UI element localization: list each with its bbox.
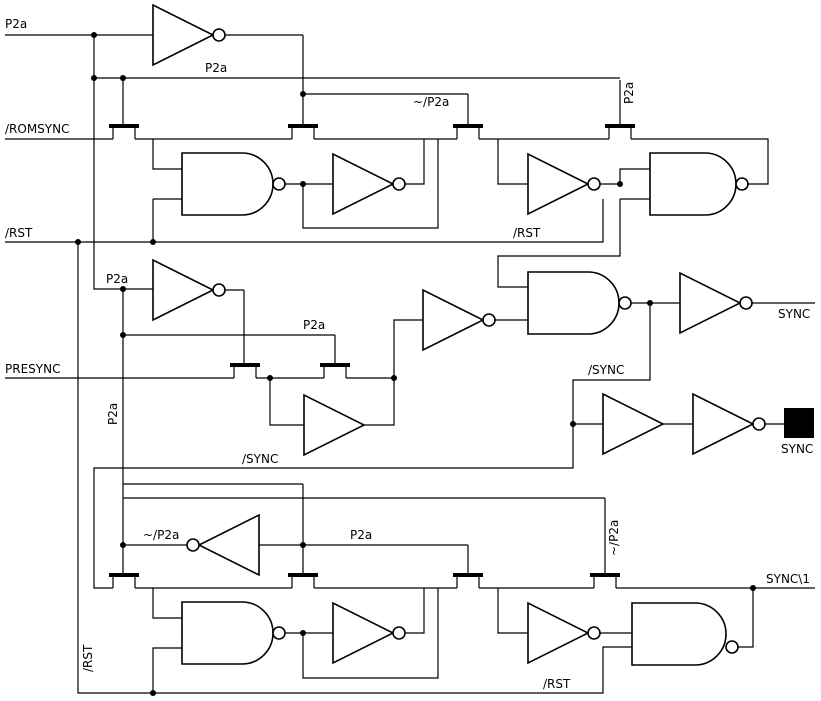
label-p2a-mid-bus: P2a — [303, 318, 325, 332]
label-p2a-mid: P2a — [106, 272, 128, 286]
nand-sync — [527, 271, 632, 335]
label-rst-vertical: /RST — [81, 644, 95, 672]
inverter-3 — [332, 601, 406, 665]
transistor-row1-3 — [453, 94, 483, 139]
buffer-sync-1 — [602, 392, 665, 456]
label-rst-internal-lower: /RST — [543, 677, 571, 691]
inverter-mid — [152, 258, 226, 322]
label-not-p2a-low: ~/P2a — [143, 528, 179, 542]
inverter-1 — [332, 152, 406, 216]
nand-3 — [181, 601, 286, 665]
gates — [152, 3, 814, 666]
transistor-row1-1 — [109, 80, 139, 139]
label-rst-internal-upper: /RST — [513, 226, 541, 240]
nand-4 — [631, 602, 739, 666]
transistor-row2-2 — [288, 484, 318, 588]
transistors — [109, 35, 635, 588]
label-sync-pad: SYNC — [781, 442, 813, 456]
buffer-feedback — [303, 393, 366, 457]
label-presync-input: PRESYNC — [5, 362, 60, 376]
transistor-row1-4 — [605, 80, 635, 139]
label-p2a-low: P2a — [350, 528, 372, 542]
buffer-sync-2 — [692, 392, 766, 456]
transistor-row2-4 — [590, 498, 620, 588]
label-not-p2a-t3: ~/P2a — [413, 95, 449, 109]
inverter-sync — [679, 271, 753, 335]
label-p2a-t4: P2a — [622, 82, 636, 104]
inverter-presync — [422, 288, 496, 352]
label-sync1-output: SYNC\1 — [766, 572, 810, 586]
label-nsync-mid: /SYNC — [588, 363, 624, 377]
transistor-mid-1 — [230, 290, 260, 378]
label-rst-input: /RST — [5, 226, 33, 240]
wires — [5, 34, 815, 694]
label-not-p2a-low-t4: ~/P2a — [607, 520, 621, 556]
transistor-row2-1 — [109, 498, 139, 588]
label-p2a-vertical: P2a — [106, 403, 120, 425]
sync-pad — [784, 408, 814, 438]
transistor-row1-2 — [288, 35, 318, 139]
inverter-2 — [527, 152, 601, 216]
label-sync-output: SYNC — [778, 307, 810, 321]
inverter-4 — [527, 601, 601, 665]
nand-1 — [181, 152, 286, 216]
nand-2 — [649, 152, 749, 216]
inverter-left-facing — [186, 513, 260, 577]
transistor-mid-2 — [320, 335, 350, 378]
junctions — [75, 32, 756, 696]
label-romsync-input: /ROMSYNC — [5, 122, 69, 136]
transistor-row2-3 — [453, 545, 483, 588]
label-nsync-low: /SYNC — [242, 452, 278, 466]
label-p2a-input: P2a — [5, 17, 27, 31]
inverter-top — [152, 3, 226, 67]
labels: P2a P2a /ROMSYNC ~/P2a P2a /RST /RST P2a… — [5, 17, 813, 691]
label-p2a-bus: P2a — [205, 61, 227, 75]
